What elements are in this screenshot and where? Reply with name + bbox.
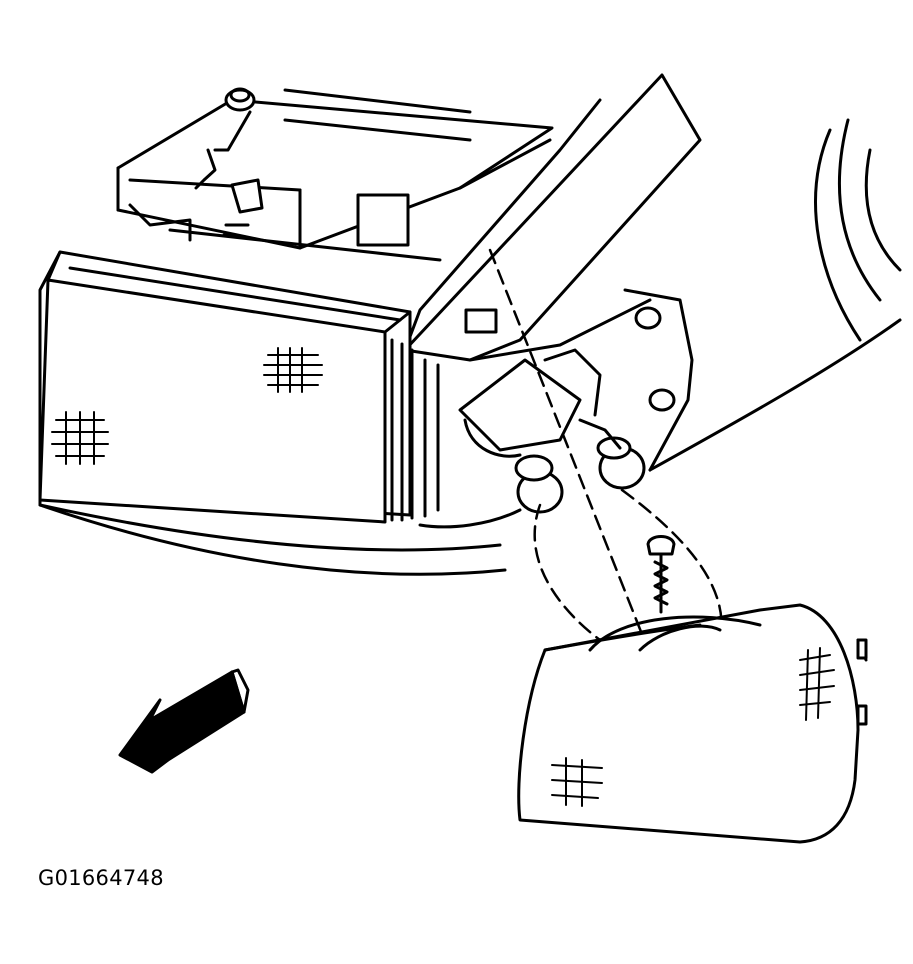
forward-arrow-icon [118,668,250,774]
installation-path [488,248,723,702]
bumper-cover [38,478,522,576]
lens-pattern [51,347,323,465]
bulb-sockets [458,306,676,514]
radiator-support [116,87,554,262]
figure-id-label: G01664748 [38,866,164,890]
screw-icon [646,535,676,614]
park-lamp-lens-pattern [551,647,835,807]
park-lamp-housing [517,603,868,844]
headlamp-assembly [38,250,440,524]
fender-panel [403,73,902,472]
